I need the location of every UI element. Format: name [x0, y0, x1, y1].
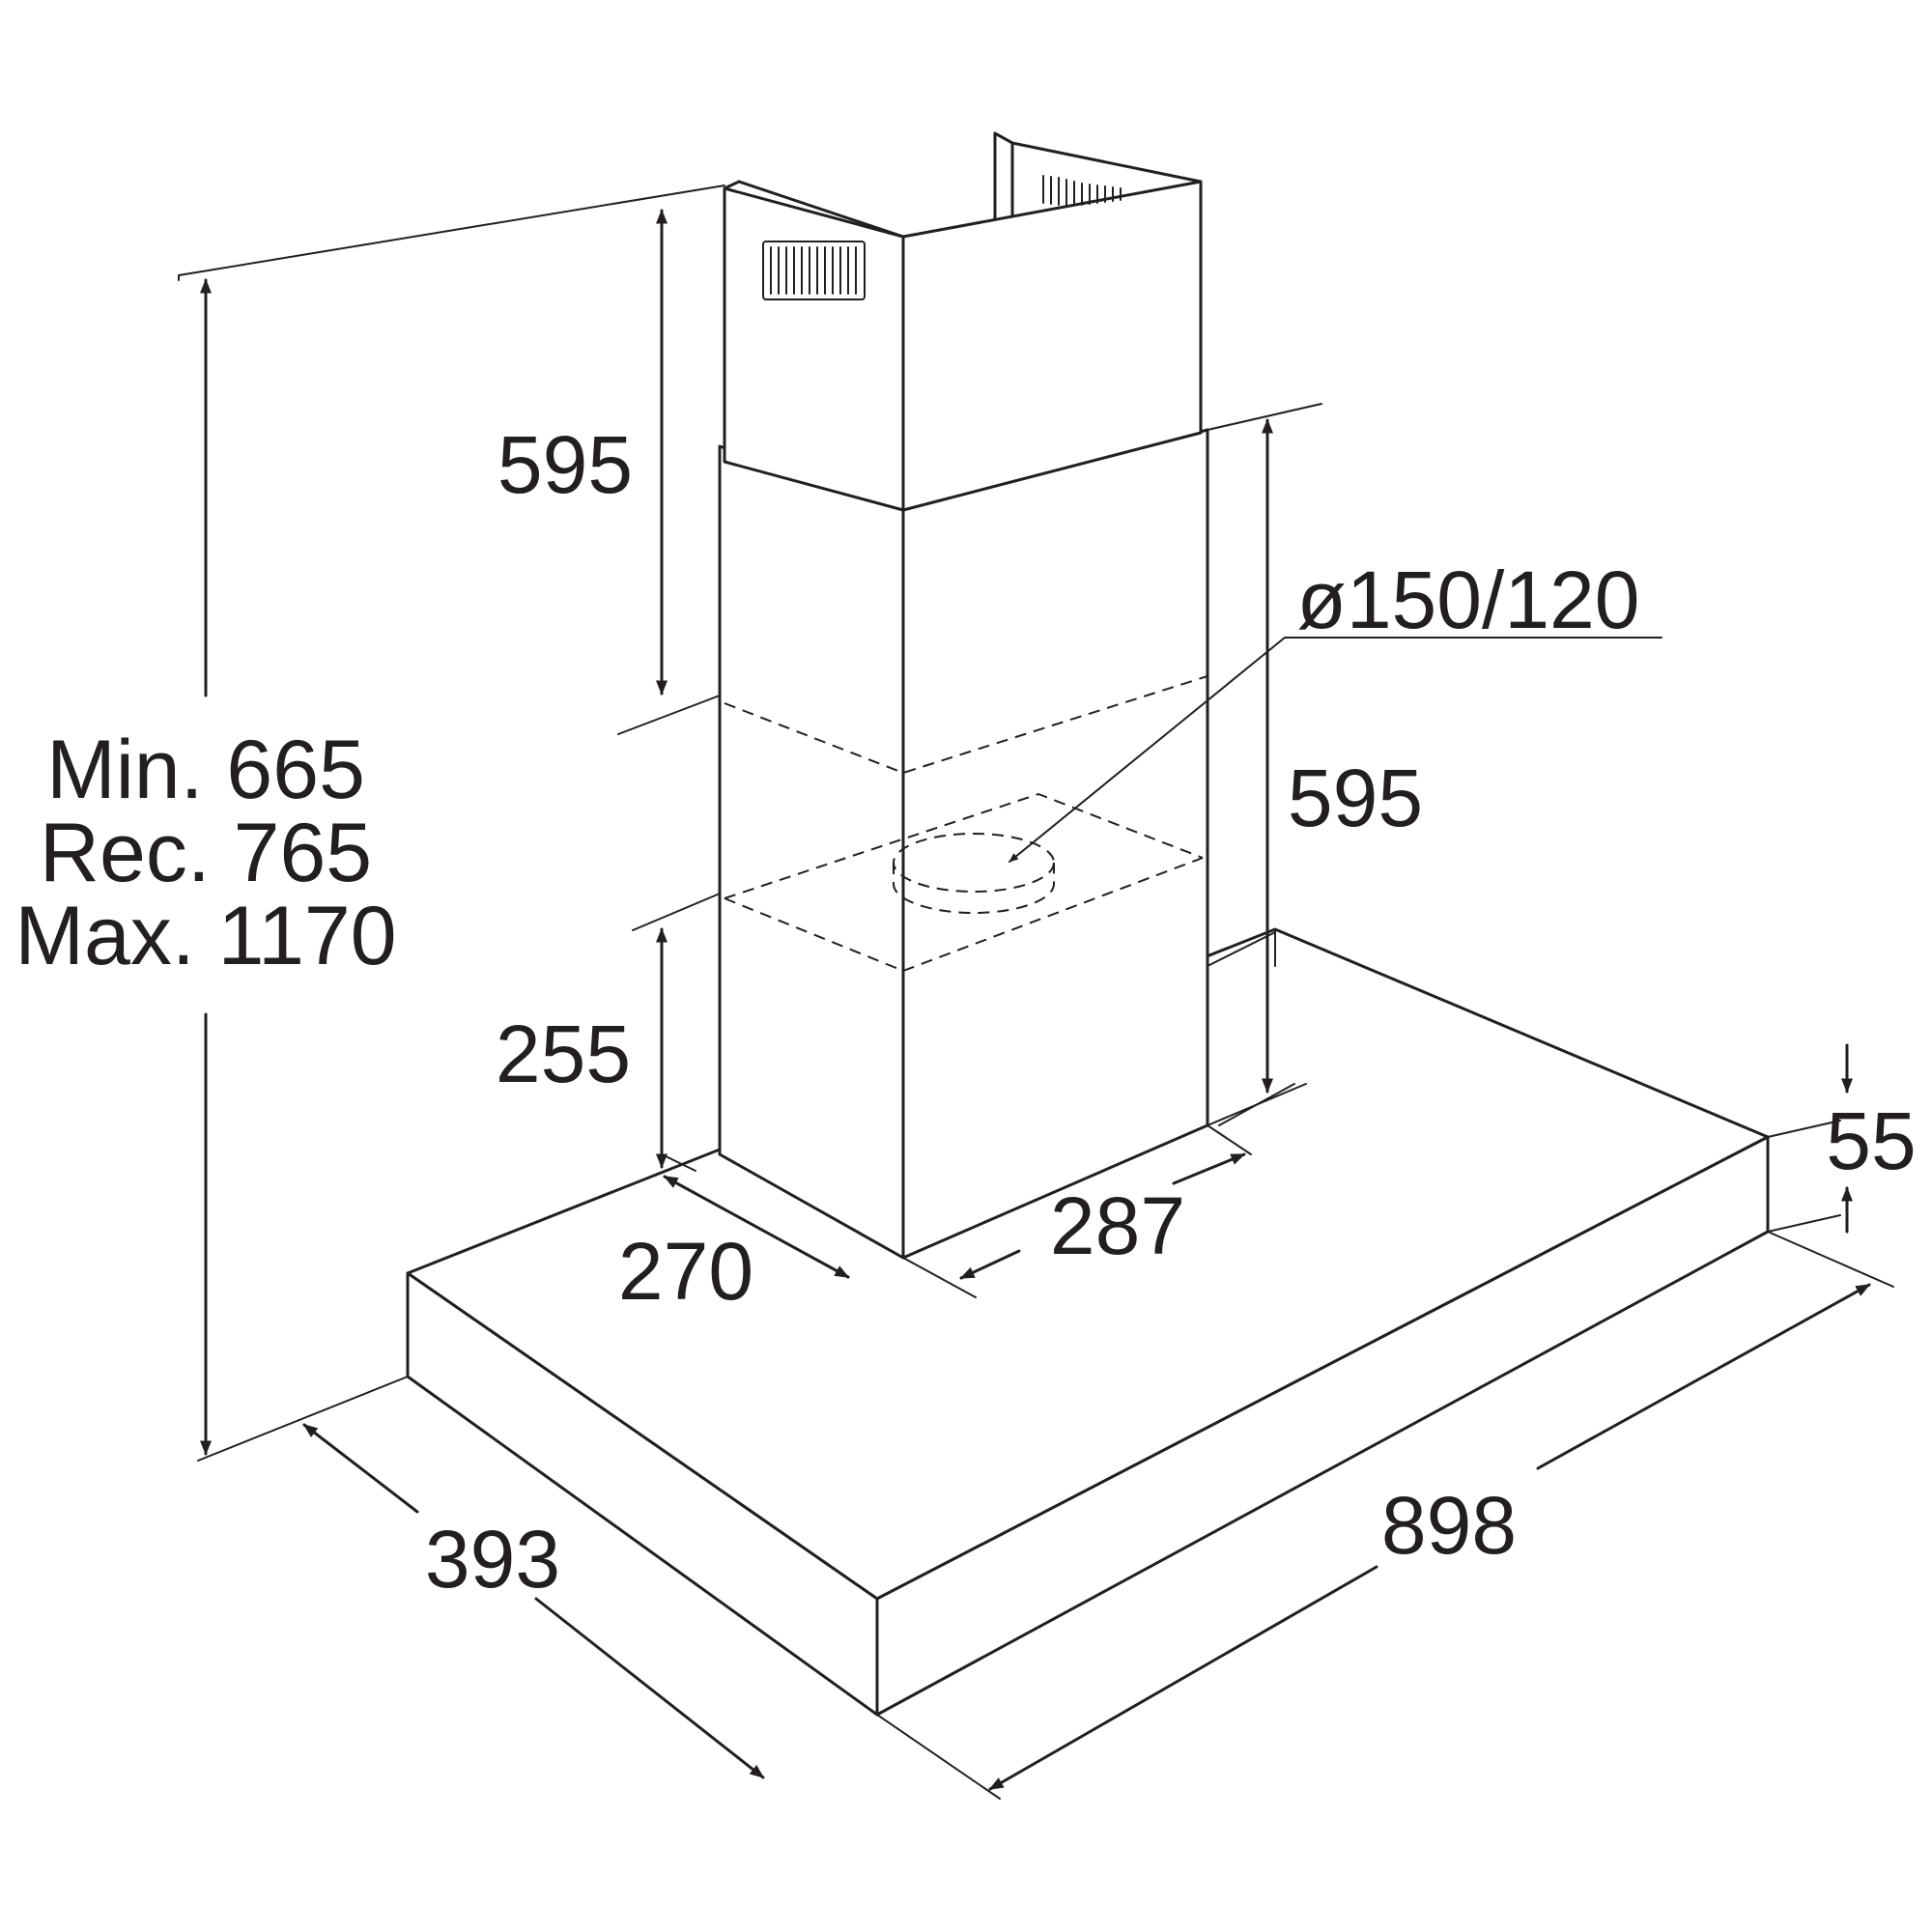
- chimney-width-dimension-left: [959, 1249, 1021, 1280]
- rec-height-label: Rec. 765: [40, 807, 372, 899]
- duct-diameter-label: ø150/120: [1297, 554, 1640, 645]
- lower-chimney-left-face: [718, 444, 905, 1260]
- hidden-lines: [724, 675, 1208, 1258]
- canopy: [406, 927, 1770, 1717]
- vent-grille-icon: [762, 241, 866, 300]
- chimney-depth-dimension: [663, 1175, 850, 1279]
- canopy-width-dimension-right: [1536, 1283, 1871, 1470]
- canopy-thickness-label: 55: [1826, 1095, 1916, 1186]
- chimney-depth-label: 270: [618, 1226, 753, 1317]
- chimney-width-label: 287: [1050, 1180, 1185, 1271]
- lower-chimney-height-label: 595: [1288, 753, 1423, 843]
- duct-outlet-icon: [893, 833, 1055, 914]
- dimension-lines: [200, 209, 1871, 1791]
- dimension-labels: Min. 665 Rec. 765 Max. 1170 595 595 ø150…: [14, 419, 1916, 1605]
- max-height-label: Max. 1170: [14, 890, 396, 982]
- canopy-depth-dimension-bottom: [534, 1597, 765, 1779]
- canopy-depth-label: 393: [425, 1514, 560, 1605]
- lower-chimney: [718, 428, 1209, 1260]
- canopy-width-dimension-left: [988, 1565, 1378, 1791]
- upper-chimney: [723, 131, 1203, 512]
- min-height-label: Min. 665: [46, 724, 365, 816]
- rear-vent-grille-icon: [1042, 175, 1122, 206]
- upper-chimney-height-label: 595: [497, 419, 633, 510]
- upper-chimney-left-face: [723, 186, 905, 512]
- diameter-leader: [1009, 637, 1662, 863]
- canopy-depth-dimension-top: [302, 1423, 419, 1514]
- chimney-width-dimension-right: [1172, 1152, 1246, 1185]
- canopy-width-label: 898: [1381, 1480, 1517, 1571]
- upper-chimney-front-face: [901, 180, 1203, 512]
- upper-chimney-back-face: [993, 131, 1014, 226]
- chimney-overlap-label: 255: [496, 1009, 631, 1099]
- lower-chimney-front-face: [901, 428, 1209, 1260]
